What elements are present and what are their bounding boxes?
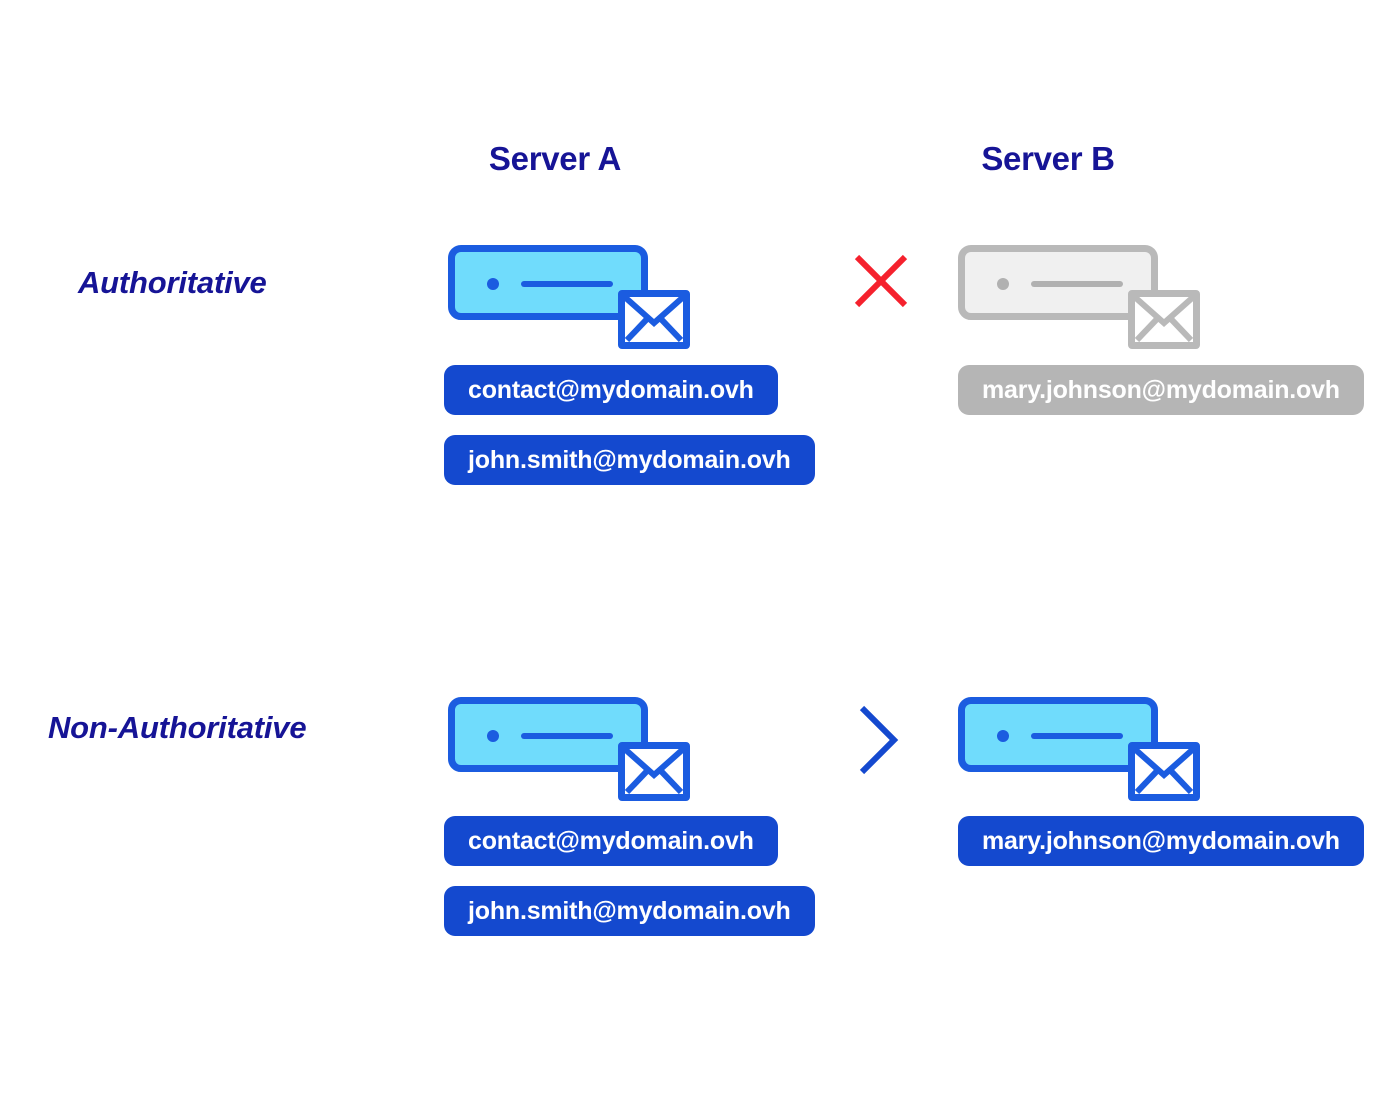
connector-forward-chevron-right-icon xyxy=(852,700,952,805)
column-header-server-a: Server A xyxy=(488,140,622,177)
email-badge-disabled: mary.johnson@mydomain.ovh xyxy=(958,365,1364,415)
server-body xyxy=(958,245,1158,320)
server-led-dot xyxy=(997,730,1009,742)
server-slot-line xyxy=(1031,733,1123,739)
email-badge: john.smith@mydomain.ovh xyxy=(444,886,815,936)
email-badge: contact@mydomain.ovh xyxy=(444,365,778,415)
column-header-server-b: Server B xyxy=(981,140,1115,177)
row-label-authoritative: Authoritative xyxy=(78,265,267,300)
server-slot-line xyxy=(521,733,613,739)
server-icon-non-authoritative-server-a xyxy=(448,697,698,801)
envelope-icon xyxy=(1128,290,1200,349)
server-slot-line xyxy=(1031,281,1123,287)
email-badge: john.smith@mydomain.ovh xyxy=(444,435,815,485)
envelope-icon xyxy=(1128,742,1200,801)
server-icon-authoritative-server-b xyxy=(958,245,1208,349)
email-badge: mary.johnson@mydomain.ovh xyxy=(958,816,1364,866)
server-led-dot xyxy=(487,730,499,742)
server-led-dot xyxy=(487,278,499,290)
connector-blocked-red-cross-icon xyxy=(848,248,948,353)
server-icon-non-authoritative-server-b xyxy=(958,697,1208,801)
envelope-icon xyxy=(618,742,690,801)
server-body xyxy=(958,697,1158,772)
server-slot-line xyxy=(521,281,613,287)
row-label-non-authoritative: Non-Authoritative xyxy=(48,710,307,745)
server-icon-authoritative-server-a xyxy=(448,245,698,349)
server-body xyxy=(448,245,648,320)
server-body xyxy=(448,697,648,772)
server-led-dot xyxy=(997,278,1009,290)
email-badge: contact@mydomain.ovh xyxy=(444,816,778,866)
envelope-icon xyxy=(618,290,690,349)
